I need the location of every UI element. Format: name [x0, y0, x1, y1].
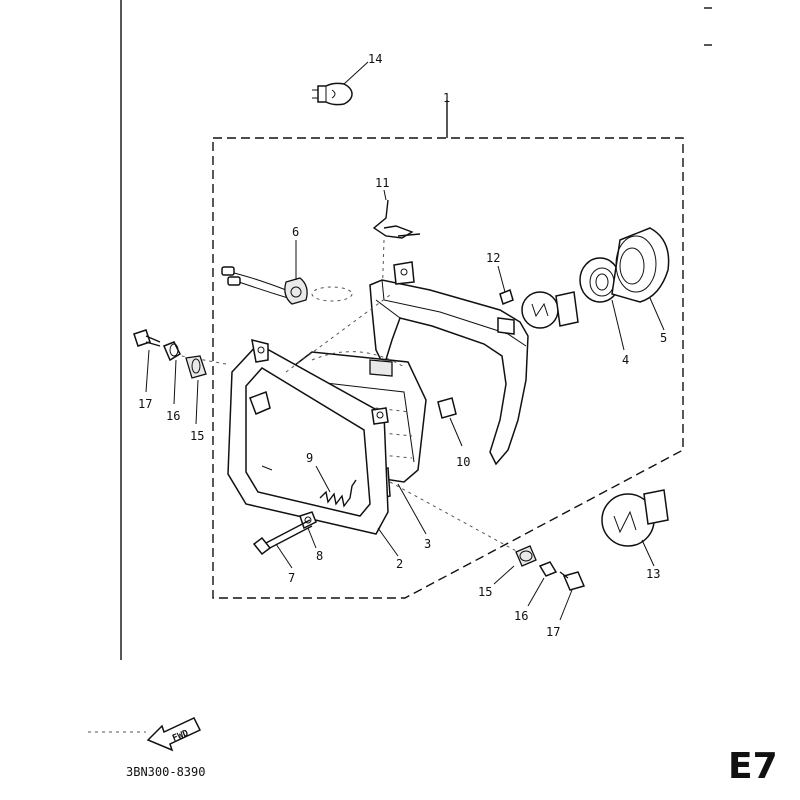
part-number-15-left: 15 — [190, 429, 204, 443]
adjust-spring-9 — [319, 479, 357, 508]
part-number-7: 7 — [288, 571, 295, 585]
part-number-17-right: 17 — [546, 625, 560, 639]
collar-16-right — [538, 561, 558, 577]
part-number-4: 4 — [622, 353, 629, 367]
part-number-5: 5 — [660, 331, 667, 345]
headlight-housing — [369, 261, 529, 466]
assembly-boundary — [212, 137, 684, 599]
part-number-9: 9 — [306, 451, 313, 465]
part-number-6: 6 — [292, 225, 299, 239]
part-number-16-right: 16 — [514, 609, 528, 623]
part-number-17-left: 17 — [138, 397, 152, 411]
part-number-3: 3 — [424, 537, 431, 551]
socket-cord-6 — [221, 266, 308, 305]
socket-ghost — [311, 286, 353, 302]
bolt-17-right — [559, 571, 586, 591]
part-number-1: 1 — [443, 91, 450, 105]
part-number-8: 8 — [316, 549, 323, 563]
grommet-15-right — [515, 545, 537, 567]
part-number-13: 13 — [646, 567, 660, 581]
part-number-2: 2 — [396, 557, 403, 571]
part-number-10: 10 — [456, 455, 470, 469]
part-number-14: 14 — [368, 52, 382, 66]
spring-clip-11 — [372, 199, 421, 239]
part-number-12: 12 — [486, 251, 500, 265]
bulb-small-14 — [312, 82, 353, 106]
rubber-cover-5 — [611, 227, 670, 303]
catalog-code: 3BN300-8390 — [126, 765, 205, 779]
bulb-13 — [601, 489, 669, 547]
main-bulb — [521, 291, 579, 329]
grommet-15-left — [185, 355, 207, 379]
headlight-rim-2 — [227, 338, 389, 535]
collar-16-left — [163, 341, 181, 362]
adjust-screw-7 — [252, 519, 313, 556]
part-number-15-right: 15 — [478, 585, 492, 599]
part-number-11: 11 — [375, 176, 389, 190]
part-number-16-left: 16 — [166, 409, 180, 423]
screw-12 — [499, 288, 514, 306]
forward-arrow-icon — [88, 717, 202, 752]
page-code: E7 — [728, 746, 778, 787]
bolt-17-left — [133, 329, 161, 347]
